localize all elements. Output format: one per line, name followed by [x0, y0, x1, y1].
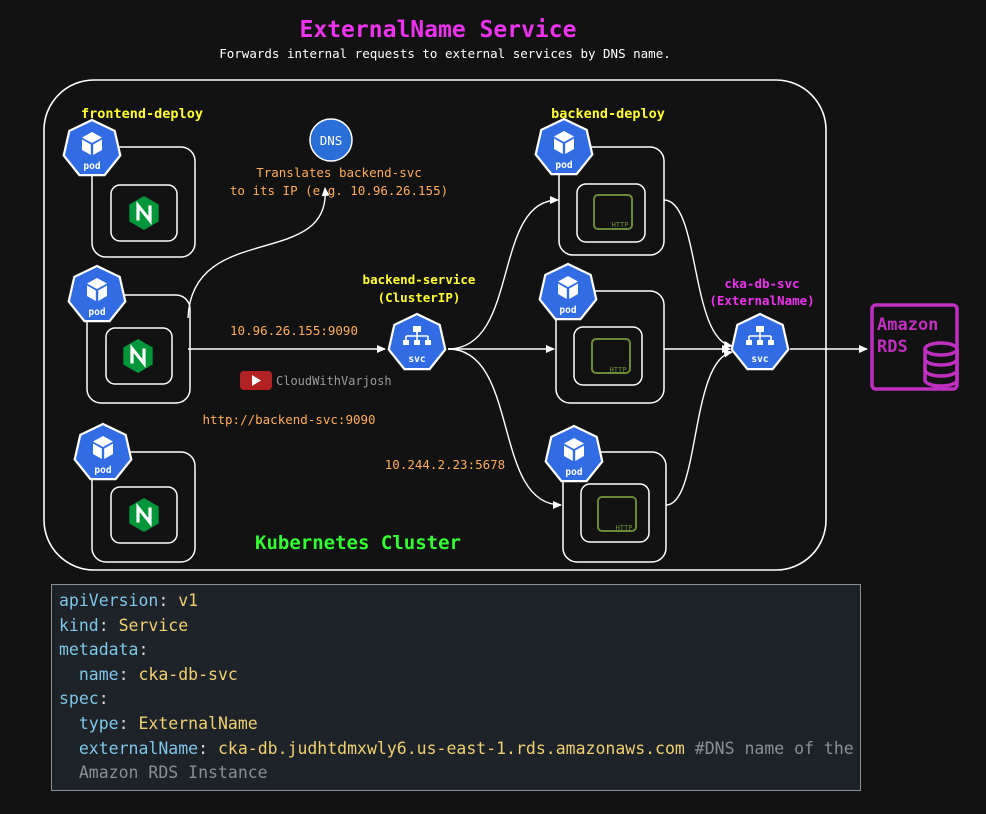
yaml-key: metadata: [59, 640, 139, 660]
yaml-key: spec: [59, 689, 99, 709]
backend-pod-2: HTTP pod: [538, 262, 665, 404]
container-box: [580, 483, 650, 543]
svc-to-backend-3-arrow: [447, 348, 562, 509]
container-box: [110, 486, 178, 544]
kubernetes-cluster-boundary: [43, 79, 827, 571]
pod-outer-box: [91, 451, 196, 563]
pod-label: pod: [565, 467, 582, 478]
dns-icon-text: DNS: [320, 133, 343, 148]
amazon-rds-icon: Amazon RDS: [870, 303, 959, 391]
container-box: [110, 184, 178, 242]
frontend-deploy-label: frontend-deploy: [81, 106, 203, 122]
cluster-ip-label: 10.96.26.155:9090: [230, 323, 358, 338]
db-service-label: cka-db-svc: [724, 276, 799, 291]
backend-service-type: (ClusterIP): [378, 290, 461, 305]
diagram-title: ExternalName Service: [300, 17, 577, 43]
yaml-key: externalName: [78, 738, 199, 758]
backend-3-to-db-svc: [665, 349, 733, 506]
dns-icon: [309, 118, 353, 162]
container-box: [105, 327, 173, 385]
svc-label: svc: [751, 354, 768, 365]
code-line-name: name: cka-db-svc: [78, 664, 238, 684]
yaml-key: name: [78, 664, 119, 684]
pod-label: pod: [555, 160, 572, 171]
watermark: CloudWithVarjosh: [240, 371, 392, 390]
code-line-spec: spec:: [59, 689, 109, 709]
code-line-metadata: metadata:: [59, 640, 149, 660]
db-service-type: (ExternalName): [709, 293, 814, 308]
yaml-value: cka-db-svc: [138, 664, 238, 684]
container-box: [576, 183, 646, 243]
code-line-comment-continued: Amazon RDS Instance: [59, 761, 860, 786]
nginx-icon: [121, 337, 155, 375]
pod-label: pod: [88, 307, 105, 318]
backend-deploy-label: backend-deploy: [551, 106, 665, 122]
svc-label: svc: [408, 354, 425, 365]
backend-service-label: backend-service: [363, 272, 476, 287]
dns-note-line1: Translates backend-svc: [256, 165, 422, 180]
yaml-key: type: [78, 713, 119, 733]
http-badge: HTTP: [612, 221, 629, 229]
yaml-value: v1: [178, 591, 199, 610]
yaml-code-block: apiVersion: v1 kind: Service metadata: n…: [51, 584, 861, 791]
connections: [187, 187, 868, 509]
watermark-text: CloudWithVarjosh: [276, 374, 392, 388]
rds-label-line2: RDS: [877, 337, 908, 357]
nginx-icon: [127, 194, 161, 232]
yaml-value: cka-db.judhtdmxwly6.us-east-1.rds.amazon…: [217, 738, 685, 758]
frontend-pod-3: pod: [73, 422, 196, 563]
yaml-comment: #DNS name of the: [694, 738, 854, 758]
yaml-key: kind: [59, 615, 99, 635]
frontend-pod-2: pod: [67, 264, 191, 404]
frontend-pod-1: pod: [62, 118, 196, 258]
container-box: [573, 326, 643, 386]
code-line-kind: kind: Service: [59, 615, 189, 635]
code-line-externalname: externalName: cka-db.judhtdmxwly6.us-eas…: [78, 738, 854, 758]
frontend-to-dns-arrow: [187, 187, 330, 319]
yaml-value: Service: [118, 615, 189, 635]
code-line-apiversion: apiVersion: v1: [59, 591, 199, 610]
pod-outer-box: [562, 451, 667, 563]
database-cylinder-icon: [923, 341, 959, 388]
pod-label: pod: [83, 161, 100, 172]
cluster-label: Kubernetes Cluster: [255, 532, 461, 554]
pod-outer-box: [555, 290, 665, 404]
pod-label: pod: [94, 465, 111, 476]
dns-note-line2: to its IP (e.g. 10.96.26.155): [230, 183, 448, 198]
http-badge: HTTP: [610, 366, 627, 374]
http-badge: HTTP: [616, 524, 633, 532]
pod-outer-box: [558, 146, 665, 256]
code-line-type: type: ExternalName: [78, 713, 258, 733]
yaml-value: ExternalName: [138, 713, 258, 733]
diagram-subtitle: Forwards internal requests to external s…: [219, 46, 671, 61]
rds-label-line1: Amazon: [877, 315, 938, 335]
backend-pod-1: HTTP pod: [534, 117, 665, 256]
svc-to-backend-1-arrow: [447, 196, 559, 350]
dns-node: DNS: [309, 118, 353, 162]
nginx-icon: [127, 496, 161, 534]
pod-ip-label: 10.244.2.23:5678: [385, 457, 505, 472]
yaml-key: apiVersion: [59, 591, 159, 610]
backend-1-to-db-svc: [663, 199, 733, 349]
yaml-comment: Amazon RDS Instance: [78, 763, 268, 783]
pod-outer-box: [91, 146, 196, 258]
backend-pod-3: HTTP pod: [544, 424, 667, 563]
pod-label: pod: [559, 305, 576, 316]
http-url-label: http://backend-svc:9090: [202, 412, 375, 427]
